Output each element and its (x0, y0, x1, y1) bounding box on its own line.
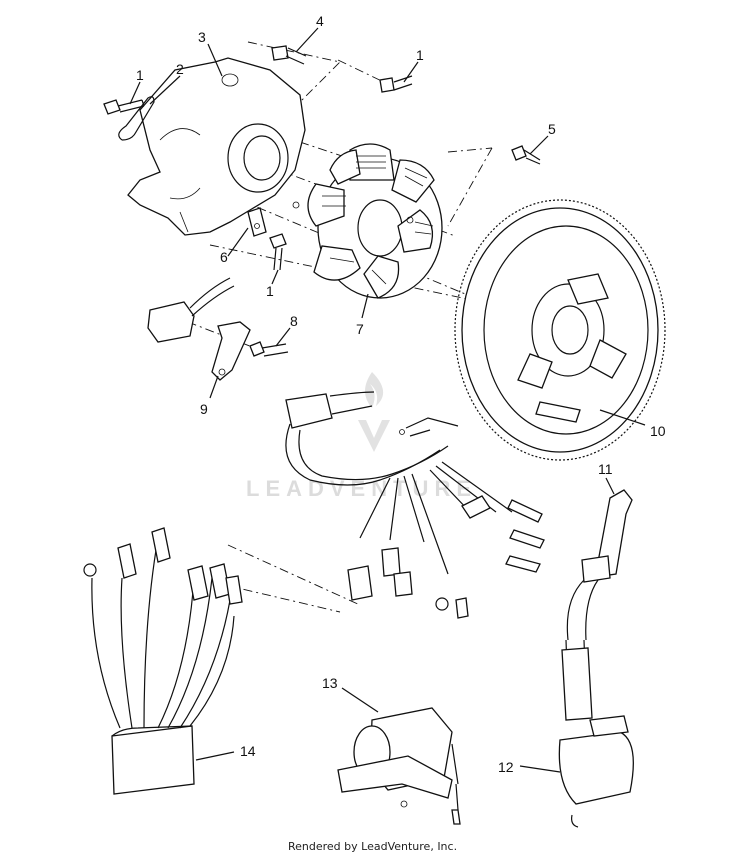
screw-5 (511, 145, 541, 165)
callout-4: 4 (316, 13, 324, 29)
screw-8 (249, 341, 289, 357)
cdi-box-14 (83, 527, 243, 795)
watermark-text: LEADVENTURE (246, 476, 477, 501)
callout-10: 10 (650, 423, 666, 439)
callout-2: 2 (176, 61, 184, 77)
watermark: LEADVENTURE (246, 372, 477, 501)
callout-1-lower: 1 (266, 283, 274, 299)
callout-8: 8 (290, 313, 298, 329)
callout-3: 3 (198, 29, 206, 45)
callout-6: 6 (220, 249, 228, 265)
callout-7: 7 (356, 321, 364, 337)
callout-12: 12 (498, 759, 514, 775)
spark-plug-cap-11 (566, 489, 633, 641)
callout-9: 9 (200, 401, 208, 417)
wire-grommet-bracket (147, 277, 251, 381)
screw-4 (271, 45, 307, 65)
callout-numbers: 1 2 3 4 1 5 6 1 7 8 9 10 11 12 13 14 (136, 13, 666, 775)
callout-1-upper-left: 1 (136, 67, 144, 83)
ignition-coil-12 (519, 639, 634, 828)
screw-1-lower (269, 233, 287, 271)
callout-1-upper-mid: 1 (416, 47, 424, 63)
stator-7 (307, 143, 443, 299)
stator-mount-plate (127, 57, 306, 236)
callout-14: 14 (240, 743, 256, 759)
starter-solenoid-13 (337, 687, 461, 825)
wire-clip-2 (118, 96, 155, 141)
clamp-6 (247, 207, 267, 237)
callout-13: 13 (322, 675, 338, 691)
flywheel-10 (454, 199, 666, 461)
leader-lines (129, 27, 615, 495)
screw-1-upper-left (103, 99, 145, 115)
callout-11: 11 (598, 461, 613, 477)
screw-1-upper-mid (379, 75, 413, 93)
callout-5: 5 (548, 121, 556, 137)
wiring-harness (285, 391, 545, 619)
footer-credit: Rendered by LeadVenture, Inc. (288, 840, 457, 853)
